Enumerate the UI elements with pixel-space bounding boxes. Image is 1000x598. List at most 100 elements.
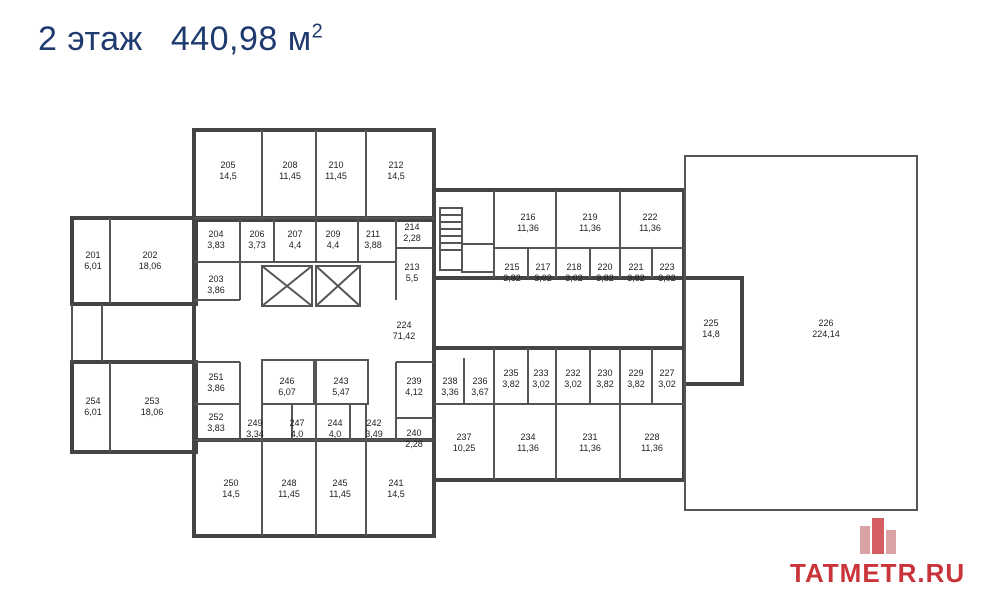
room-number: 249	[247, 418, 262, 428]
room-area: 11,45	[325, 171, 347, 181]
room-number: 239	[406, 376, 421, 386]
tatmetr-logo-icon	[860, 518, 896, 554]
room-number: 201	[85, 250, 100, 260]
room-area: 3,49	[365, 429, 383, 439]
room-number: 216	[520, 212, 535, 222]
room-area: 4,0	[329, 429, 342, 439]
room-area: 5,47	[332, 387, 350, 397]
room-area: 3,82	[596, 273, 614, 283]
room-area: 11,36	[579, 223, 601, 233]
room-area: 4,4	[289, 240, 302, 250]
room-number: 241	[388, 478, 403, 488]
room-number: 222	[642, 212, 657, 222]
room-number: 230	[597, 368, 612, 378]
room-number: 214	[404, 222, 419, 232]
room-area: 3,86	[207, 383, 225, 393]
room-area: 11,36	[579, 443, 601, 453]
right-lower-wall	[432, 346, 686, 482]
room-number: 226	[818, 318, 833, 328]
room-number: 207	[287, 229, 302, 239]
bottom-block-wall	[192, 438, 436, 538]
room-number: 236	[472, 376, 487, 386]
room-number: 215	[504, 262, 519, 272]
room-number: 224	[396, 320, 411, 330]
room-number: 242	[366, 418, 381, 428]
room-area: 3,82	[627, 273, 645, 283]
room-number: 203	[208, 274, 223, 284]
room-number: 205	[220, 160, 235, 170]
room-number: 206	[249, 229, 264, 239]
room-area: 6,07	[278, 387, 296, 397]
room-area: 4,0	[291, 429, 304, 439]
area-unit-superscript: 2	[311, 20, 324, 43]
room-number: 234	[520, 432, 535, 442]
room-number: 204	[208, 229, 223, 239]
room-area: 10,25	[453, 443, 476, 453]
room-number: 227	[659, 368, 674, 378]
room-number: 254	[85, 396, 100, 406]
room-area: 18,06	[141, 407, 164, 417]
room-area: 3,82	[502, 379, 520, 389]
room-area: 3,02	[534, 273, 552, 283]
watermark: TATMETR.RU	[790, 558, 966, 588]
room-area: 18,06	[139, 261, 162, 271]
room-area: 3,02	[564, 379, 582, 389]
floor-label: 2 этаж	[38, 20, 143, 58]
room-number: 218	[566, 262, 581, 272]
room-area: 3,83	[207, 423, 225, 433]
room-number: 210	[328, 160, 343, 170]
room-number: 219	[582, 212, 597, 222]
hall-226-outline	[684, 155, 918, 511]
room-number: 251	[208, 372, 223, 382]
room-area: 11,36	[517, 443, 539, 453]
room-area: 3,67	[471, 387, 489, 397]
floor-title: 2 этаж 440,98 м2	[38, 20, 323, 59]
room-area: 3,82	[596, 379, 614, 389]
room-number: 209	[325, 229, 340, 239]
room-area: 11,45	[329, 489, 351, 499]
room-number: 208	[282, 160, 297, 170]
room-number: 231	[582, 432, 597, 442]
room-number: 221	[628, 262, 643, 272]
right-upper-wall	[432, 188, 686, 280]
room-number: 244	[327, 418, 342, 428]
floor-area: 440,98 м	[170, 20, 312, 58]
room-area: 14,5	[219, 171, 237, 181]
room-area: 14,5	[387, 171, 405, 181]
room-number: 235	[503, 368, 518, 378]
room-number: 229	[628, 368, 643, 378]
room-number: 223	[659, 262, 674, 272]
room-number: 213	[404, 262, 419, 272]
room-number: 212	[388, 160, 403, 170]
room-number: 245	[332, 478, 347, 488]
room-area: 71,42	[393, 331, 416, 341]
